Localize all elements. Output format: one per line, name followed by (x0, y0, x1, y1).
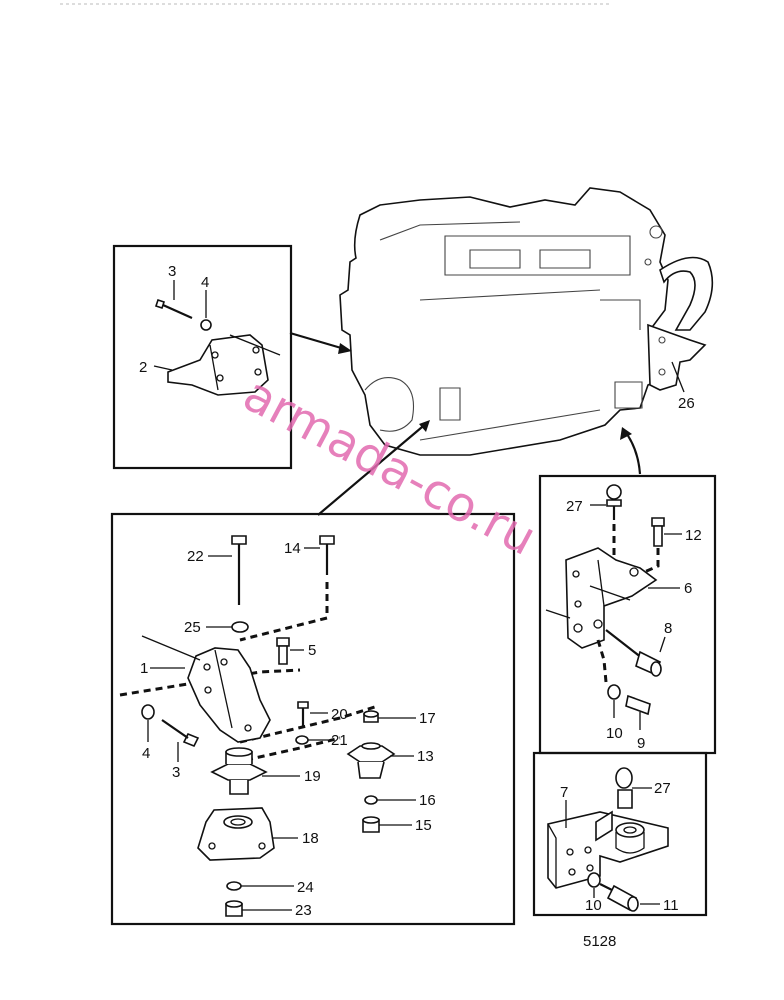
pointer-upper-left (289, 331, 349, 352)
mount-base (197, 807, 275, 861)
figure-number: 5128 (583, 933, 616, 950)
rubber-mount-stud (229, 780, 249, 795)
label-4: 4 (142, 745, 150, 762)
bolt-head (154, 298, 166, 310)
label-14: 14 (284, 540, 301, 557)
bolt-head (276, 637, 290, 647)
detail-box-right-lower: 7 27 10 11 (532, 751, 708, 917)
bolt (625, 694, 651, 716)
eye-bolt-ring (615, 767, 633, 789)
label-1: 1 (140, 660, 148, 677)
washer (295, 735, 309, 745)
bolt-shank (162, 303, 193, 320)
label-16: 16 (419, 792, 436, 809)
bolt-head (319, 535, 335, 545)
washer (200, 319, 212, 331)
label-22: 22 (187, 548, 204, 565)
detail-box-main: 22 14 25 5 1 4 3 (110, 512, 516, 926)
washer (141, 704, 155, 720)
engine-bracket (187, 647, 271, 743)
label-10: 10 (606, 725, 623, 742)
leader-26 (671, 361, 685, 393)
label-4: 4 (201, 274, 209, 291)
bolt-shank (278, 645, 288, 665)
eye-bolt-ring (606, 484, 622, 500)
washer (231, 621, 249, 633)
label-3: 3 (168, 263, 176, 280)
washer (364, 795, 378, 805)
label-19: 19 (304, 768, 321, 785)
label-15: 15 (415, 817, 432, 834)
assembly-dash (245, 736, 341, 762)
label-26: 26 (678, 395, 695, 412)
label-24: 24 (297, 879, 314, 896)
detail-box-right-upper: 27 12 6 8 10 9 (538, 474, 717, 755)
bolt-head (231, 535, 247, 545)
label-17: 17 (419, 710, 436, 727)
label-27: 27 (654, 780, 671, 797)
detail-box-upper-left: 3 4 2 (112, 244, 293, 470)
assembly-dash (639, 548, 660, 576)
assembly-dash (239, 582, 329, 642)
engine-illustration (339, 187, 714, 456)
rubber-mount-small-body (357, 761, 385, 779)
label-2: 2 (139, 359, 147, 376)
label-5: 5 (308, 642, 316, 659)
label-10: 10 (585, 897, 602, 914)
engine-bracket (565, 547, 658, 649)
screw-head (651, 517, 665, 527)
washer (226, 881, 242, 891)
label-25: 25 (184, 619, 201, 636)
label-3: 3 (172, 764, 180, 781)
arrow-head (419, 420, 430, 432)
label-21: 21 (331, 732, 348, 749)
label-13: 13 (417, 748, 434, 765)
label-18: 18 (302, 830, 319, 847)
washer (587, 872, 601, 888)
label-23: 23 (295, 902, 312, 919)
pointer-main (317, 421, 429, 516)
rubber-mount-flange (210, 763, 268, 781)
label-20: 20 (331, 706, 348, 723)
label-8: 8 (664, 620, 672, 637)
screw-head (297, 701, 309, 709)
washer (607, 684, 621, 700)
arrow-head (338, 343, 352, 354)
assembly-dash (596, 639, 608, 683)
label-12: 12 (685, 527, 702, 544)
assembly-dash (239, 704, 379, 744)
label-11: 11 (663, 897, 679, 914)
engine-bracket (167, 334, 269, 396)
arrow-head (620, 427, 632, 440)
label-27: 27 (566, 498, 583, 515)
label-6: 6 (684, 580, 692, 597)
label-9: 9 (637, 735, 645, 752)
label-7: 7 (560, 784, 568, 801)
